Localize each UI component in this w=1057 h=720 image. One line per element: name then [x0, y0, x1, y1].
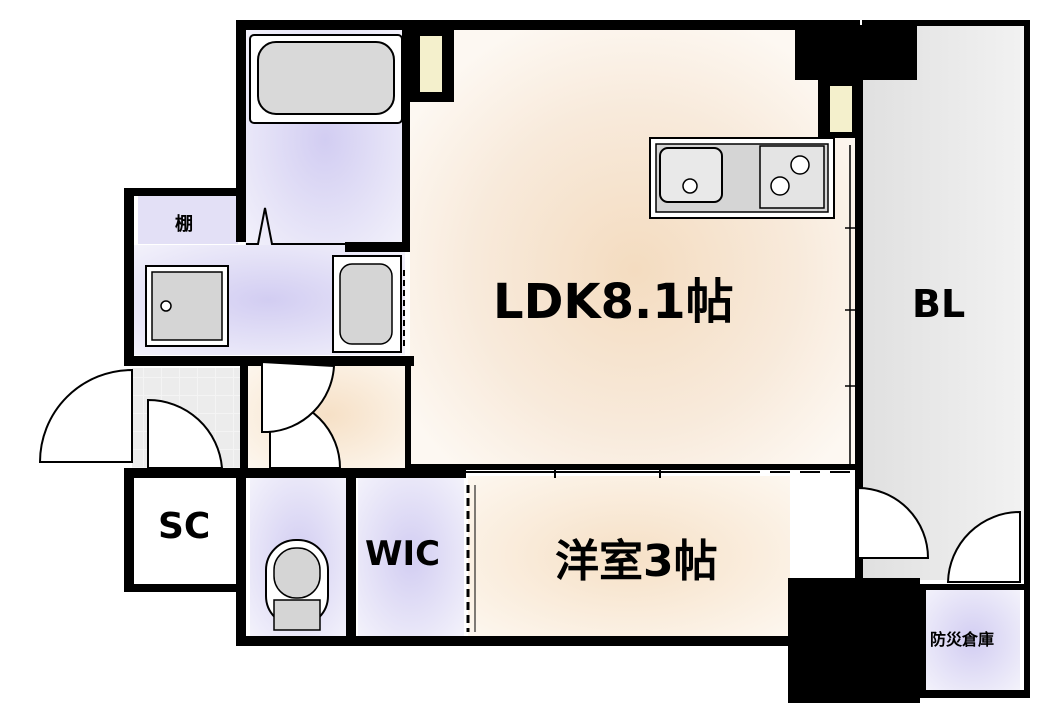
bath-door — [246, 207, 345, 245]
balcony-window — [845, 145, 858, 465]
shelf-label: 棚 — [175, 214, 193, 235]
toilet — [265, 539, 329, 631]
sc-label: SC — [158, 506, 211, 547]
western-room-label: 洋室3帖 — [555, 536, 718, 587]
shelf-area — [138, 196, 238, 244]
balcony-floor — [862, 25, 1027, 580]
ldk-label: LDK8.1帖 — [493, 274, 734, 330]
washing-machine-pan — [145, 265, 229, 347]
disaster-storage-label: 防災倉庫 — [930, 630, 995, 649]
sliding-door-yoshitsu — [460, 465, 850, 478]
sc-floor — [134, 478, 236, 584]
ldk-floor — [410, 25, 860, 470]
kitchen-counter — [649, 137, 835, 219]
hall-door — [261, 360, 342, 469]
washbasin — [332, 255, 405, 353]
entrance-door — [38, 368, 224, 469]
wic-floor — [358, 478, 464, 636]
bathtub — [249, 34, 403, 124]
walls — [124, 20, 1030, 703]
balcony-label: BL — [912, 282, 966, 326]
disaster-storage-floor — [925, 590, 1020, 690]
balcony-door — [857, 486, 1021, 583]
yoshitsu-floor — [468, 476, 790, 636]
wic-label: WIC — [365, 534, 441, 574]
